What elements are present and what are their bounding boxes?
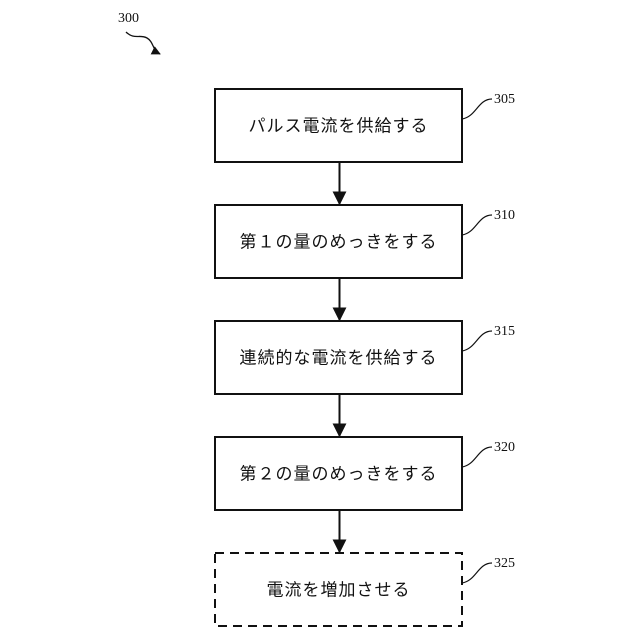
step-label-325: 電流を増加させる [267, 581, 411, 601]
steps-layer: パルス電流を供給する 305 第１の量のめっきをする 310 連続的な電流を供給する 31… [215, 89, 515, 626]
ref-leader-310 [462, 215, 492, 235]
figure-number: 300 [118, 11, 139, 26]
step-315: 連続的な電流を供給する 315 [215, 321, 515, 394]
ref-leader-315 [462, 331, 492, 351]
step-310: 第１の量のめっきをする 310 [215, 205, 515, 278]
figure-leader-arrow [126, 32, 160, 54]
step-320: 第２の量のめっきをする 320 [215, 437, 515, 510]
ref-number-305: 305 [494, 92, 515, 107]
step-label-320: 第２の量のめっきをする [240, 465, 438, 485]
ref-leader-325 [462, 563, 492, 583]
step-label-315: 連続的な電流を供給する [240, 349, 438, 369]
step-label-310: 第１の量のめっきをする [240, 233, 438, 253]
ref-number-325: 325 [494, 556, 515, 571]
step-label-305: パルス電流を供給する [249, 117, 429, 137]
step-305: パルス電流を供給する 305 [215, 89, 515, 162]
ref-leader-320 [462, 447, 492, 467]
ref-number-315: 315 [494, 324, 515, 339]
step-325: 電流を増加させる 325 [215, 553, 515, 626]
ref-leader-305 [462, 99, 492, 119]
ref-number-310: 310 [494, 208, 515, 223]
ref-number-320: 320 [494, 440, 515, 455]
